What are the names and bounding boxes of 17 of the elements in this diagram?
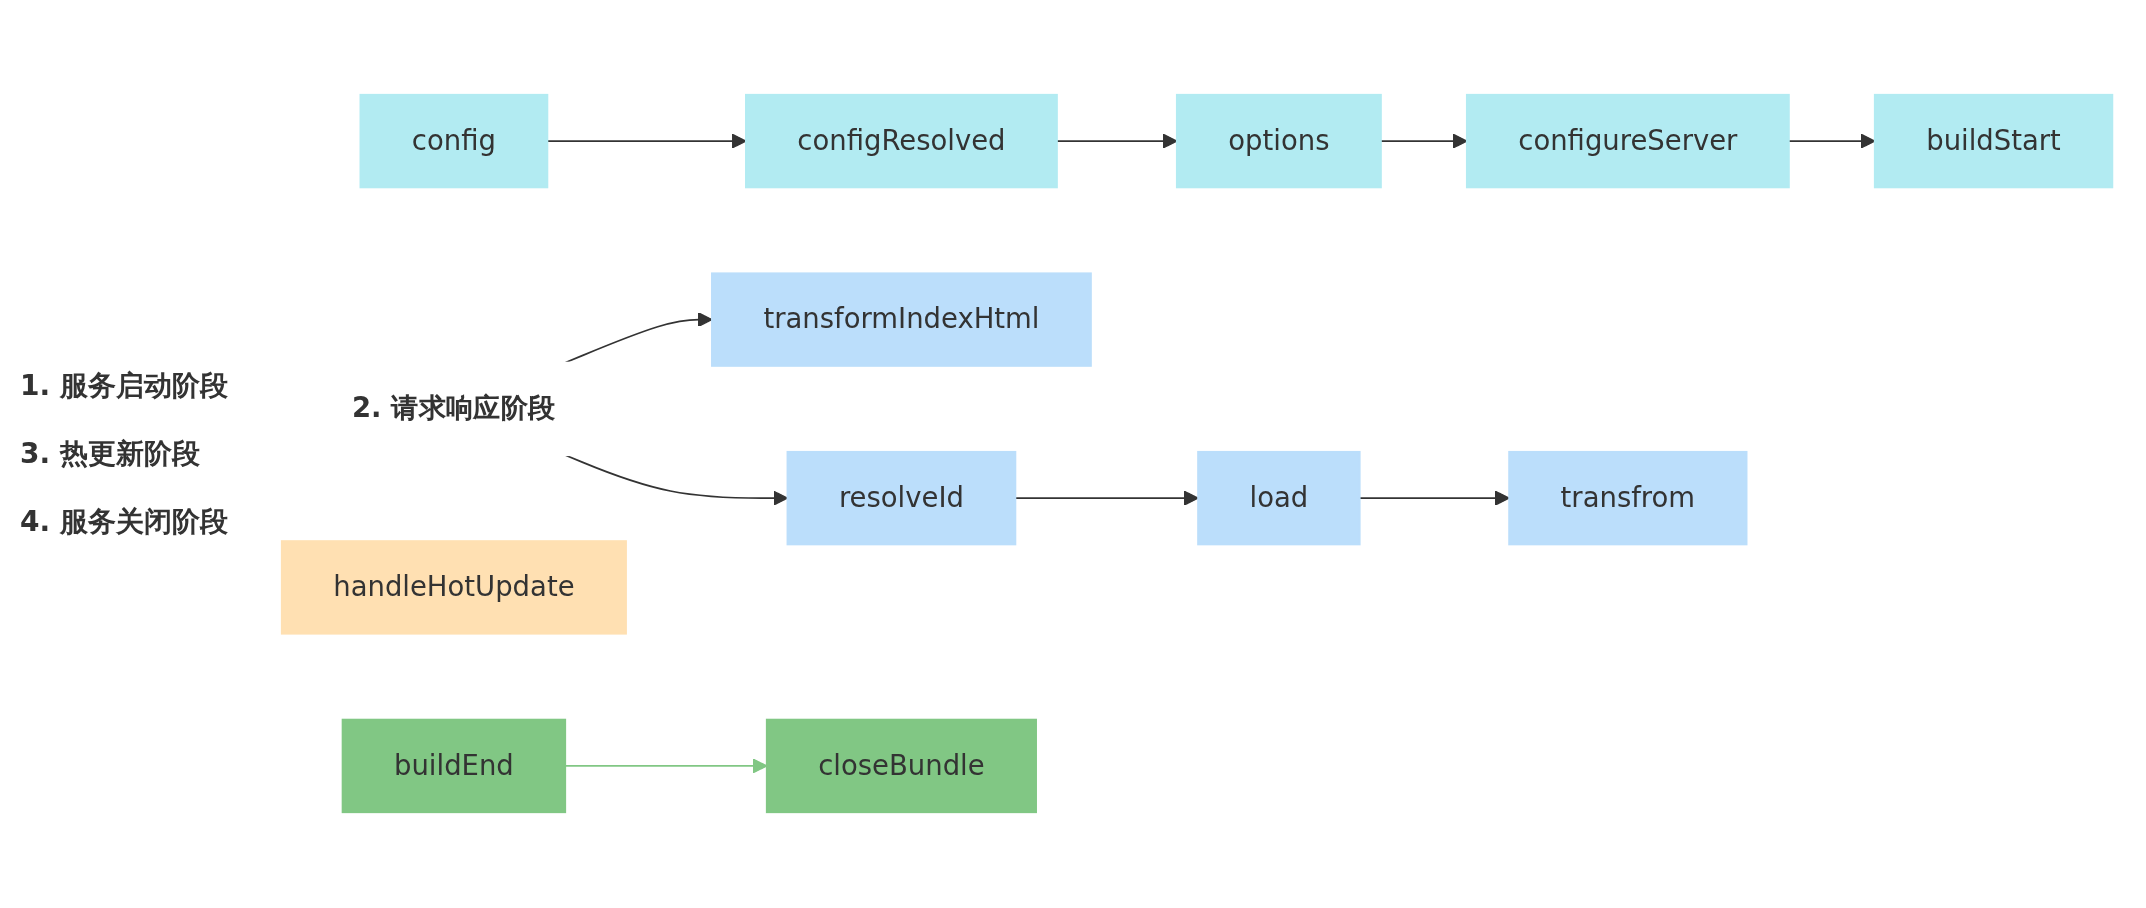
stage-label: 3. 热更新阶段	[20, 436, 201, 472]
node-box: closeBundle	[765, 719, 1037, 814]
node-box: config	[359, 94, 549, 189]
arrow	[564, 454, 788, 507]
node-box: configResolved	[744, 94, 1058, 189]
node-box: handleHotUpdate	[280, 540, 627, 636]
node-box: transfrom	[1508, 451, 1748, 546]
node-box: load	[1197, 451, 1361, 546]
node-box: configureServer	[1465, 94, 1790, 189]
node-text: 2. 请求响应阶段	[351, 392, 556, 425]
node-box: transformIndexHtml	[710, 272, 1092, 368]
stage-label: 4. 服务关闭阶段	[20, 504, 228, 540]
node-box: buildStart	[1873, 94, 2114, 189]
stage-label: 1. 服务启动阶段	[20, 368, 228, 404]
node-box: buildEnd	[341, 719, 566, 814]
node-box: options	[1175, 94, 1382, 189]
node-box: resolveId	[786, 451, 1017, 546]
